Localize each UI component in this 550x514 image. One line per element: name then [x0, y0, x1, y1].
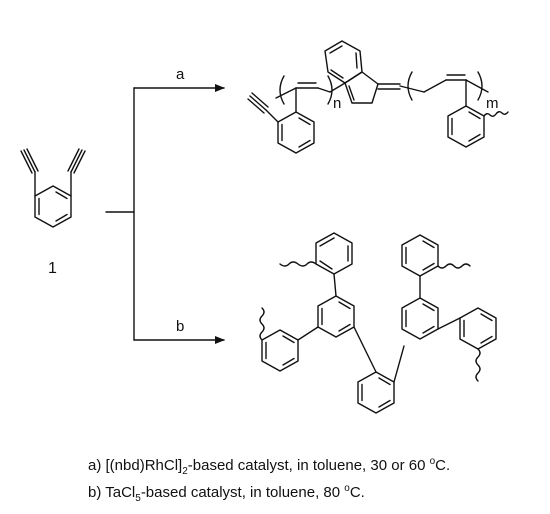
condition-b: b) TaCl5-based catalyst, in toluene, 80 … — [88, 483, 365, 504]
ring-double-bond — [298, 139, 311, 148]
condition-b-degree: o — [344, 483, 350, 494]
indene-benzo-ring — [324, 40, 363, 84]
bond — [333, 273, 337, 297]
ring-double-bond — [55, 213, 68, 222]
benzene-ring — [357, 371, 395, 414]
ring-double-bond — [329, 45, 343, 54]
bond — [265, 109, 279, 123]
diethynylbenzene-structure: 1 — [20, 148, 86, 277]
ethynyl-group — [247, 92, 269, 114]
repeat-n-label: n — [333, 95, 341, 112]
benzene-ring — [261, 329, 299, 372]
bond — [353, 326, 377, 373]
ring-double-bond — [55, 191, 68, 200]
ring-double-bond — [338, 301, 351, 310]
compound-label: 1 — [48, 260, 57, 277]
ring-double-bond — [338, 323, 351, 332]
bond — [393, 345, 405, 383]
ring-double-bond — [480, 313, 493, 322]
condition-a-subscript: 2 — [182, 466, 188, 477]
ring-double-bond — [422, 262, 435, 271]
bracket-m-left — [407, 71, 413, 101]
condition-a-middle: -based catalyst, in toluene, 30 or 60 — [187, 457, 430, 474]
bond — [437, 317, 461, 330]
bond — [399, 85, 425, 93]
bond — [275, 87, 297, 99]
ring-double-bond — [468, 133, 481, 142]
ethynyl-group — [20, 148, 39, 174]
benzene-ring — [401, 297, 439, 340]
polymer-chain-continuation — [483, 111, 509, 117]
condition-b-prefix: b) TaCl — [88, 484, 136, 501]
benzene-ring — [401, 234, 439, 277]
ring-double-bond — [330, 69, 344, 79]
polymer-chain-continuation — [475, 348, 481, 382]
condition-a-degree: o — [429, 456, 436, 467]
ring-double-bond — [422, 303, 435, 312]
ring-double-bond — [319, 237, 335, 247]
ring-double-bond — [282, 357, 295, 366]
bond — [297, 326, 319, 341]
ring-double-bond — [468, 111, 481, 120]
bond — [317, 87, 331, 93]
polymer-b-structure — [259, 232, 497, 414]
condition-b-middle: -based catalyst, in toluene, 80 — [140, 484, 345, 501]
ring-double-bond — [319, 260, 333, 270]
bracket-n-right — [327, 75, 333, 105]
condition-a-suffix: C. — [435, 457, 451, 474]
ethynyl-group — [67, 148, 86, 174]
benzene-ring-1 — [34, 185, 72, 228]
polymer-chain-continuation — [259, 307, 265, 341]
ring-double-bond — [348, 85, 355, 101]
ring-double-bond — [378, 377, 391, 386]
polymer-chain-continuation — [279, 261, 317, 267]
ring-double-bond — [422, 240, 435, 249]
ring-double-bond — [378, 399, 391, 408]
polymer-a-structure: n m — [247, 40, 509, 154]
arrow-b-label: b — [176, 318, 184, 335]
repeat-m-label: m — [486, 95, 499, 112]
bond — [465, 79, 489, 93]
condition-b-suffix: C. — [349, 484, 365, 501]
arrow-a-label: a — [176, 66, 185, 83]
reaction-arrows: a b — [105, 66, 225, 344]
benzene-ring — [315, 232, 353, 275]
benzene-ring — [459, 307, 497, 350]
ring-double-bond — [422, 325, 435, 334]
ring-double-bond — [298, 117, 311, 126]
ring-double-bond — [282, 335, 295, 344]
benzene-ring-pendant — [447, 105, 485, 148]
benzene-ring-pendant — [277, 111, 315, 154]
polymer-chain-continuation — [437, 263, 471, 269]
benzene-ring — [317, 295, 355, 338]
ring-double-bond — [355, 52, 358, 69]
ring-double-bond — [480, 335, 493, 344]
bond — [329, 82, 346, 93]
condition-a: a) [(nbd)RhCl]2-based catalyst, in tolue… — [88, 456, 450, 477]
condition-b-subscript: 5 — [135, 493, 141, 504]
bracket-m-right — [477, 71, 483, 101]
bracket-n-left — [279, 75, 285, 105]
condition-a-prefix: a) [(nbd)RhCl] — [88, 457, 183, 474]
bond — [423, 79, 447, 93]
